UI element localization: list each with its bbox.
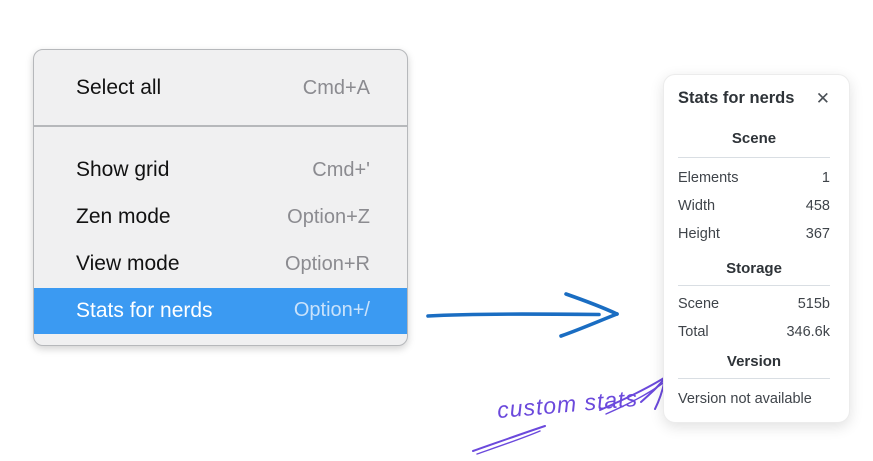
stat-value: 367 xyxy=(805,226,830,242)
section-heading-scene: Scene xyxy=(731,130,777,147)
stat-label: Scene xyxy=(678,296,720,312)
stat-label: Elements xyxy=(678,170,739,186)
section-heading-storage: Storage xyxy=(726,260,782,277)
stat-row-elements: Elements 1 xyxy=(678,164,830,192)
stat-value: 1 xyxy=(821,170,830,186)
stats-panel: Stats for nerds ✕ Scene Elements 1 Width… xyxy=(663,74,850,423)
storage-rows: Scene 515b Total 346.6k xyxy=(678,290,830,346)
menu-item-label: Zen mode xyxy=(76,205,171,228)
menu-item-shortcut: Option+Z xyxy=(287,205,370,228)
stats-panel-header: Stats for nerds ✕ xyxy=(678,87,830,109)
menu-item-shortcut: Cmd+A xyxy=(302,76,370,99)
right-arrow-annotation xyxy=(426,292,619,338)
menu-item-view-mode[interactable]: View mode Option+R xyxy=(34,241,407,288)
stat-value: 346.6k xyxy=(786,324,830,340)
menu-item-select-all[interactable]: Select all Cmd+A xyxy=(34,63,407,113)
section-divider xyxy=(678,378,830,379)
menu-item-show-grid[interactable]: Show grid Cmd+' xyxy=(34,147,407,194)
menu-item-label: View mode xyxy=(76,252,180,275)
menu-item-stats-for-nerds[interactable]: Stats for nerds Option+/ xyxy=(34,287,407,334)
stat-label: Total xyxy=(678,324,709,340)
stat-row-width: Width 458 xyxy=(678,192,830,220)
stat-label: Height xyxy=(678,226,720,242)
stat-row-scene-size: Scene 515b xyxy=(678,290,830,318)
section-heading-version: Version xyxy=(726,353,782,370)
context-menu: Select all Cmd+A Show grid Cmd+' Zen mod… xyxy=(33,49,408,346)
menu-divider xyxy=(34,125,407,127)
menu-item-zen-mode[interactable]: Zen mode Option+Z xyxy=(34,194,407,241)
section-divider xyxy=(678,157,830,158)
stat-value: 515b xyxy=(797,296,830,312)
close-icon[interactable]: ✕ xyxy=(815,88,830,108)
menu-item-shortcut: Cmd+' xyxy=(312,158,370,181)
section-divider xyxy=(678,285,830,286)
stat-row-total-size: Total 346.6k xyxy=(678,318,830,346)
version-note: Version not available xyxy=(678,391,812,407)
menu-item-label: Show grid xyxy=(76,158,170,181)
menu-item-label: Stats for nerds xyxy=(76,298,213,322)
stat-row-height: Height 367 xyxy=(678,220,830,248)
scene-rows: Elements 1 Width 458 Height 367 xyxy=(678,164,830,248)
menu-item-label: Select all xyxy=(76,76,162,99)
menu-item-shortcut: Option+/ xyxy=(293,299,370,321)
custom-stats-label: custom stats xyxy=(496,384,639,424)
stat-value: 458 xyxy=(805,198,830,214)
stat-label: Width xyxy=(678,198,716,214)
menu-item-shortcut: Option+R xyxy=(284,252,370,275)
panel-title: Stats for nerds xyxy=(678,88,795,107)
